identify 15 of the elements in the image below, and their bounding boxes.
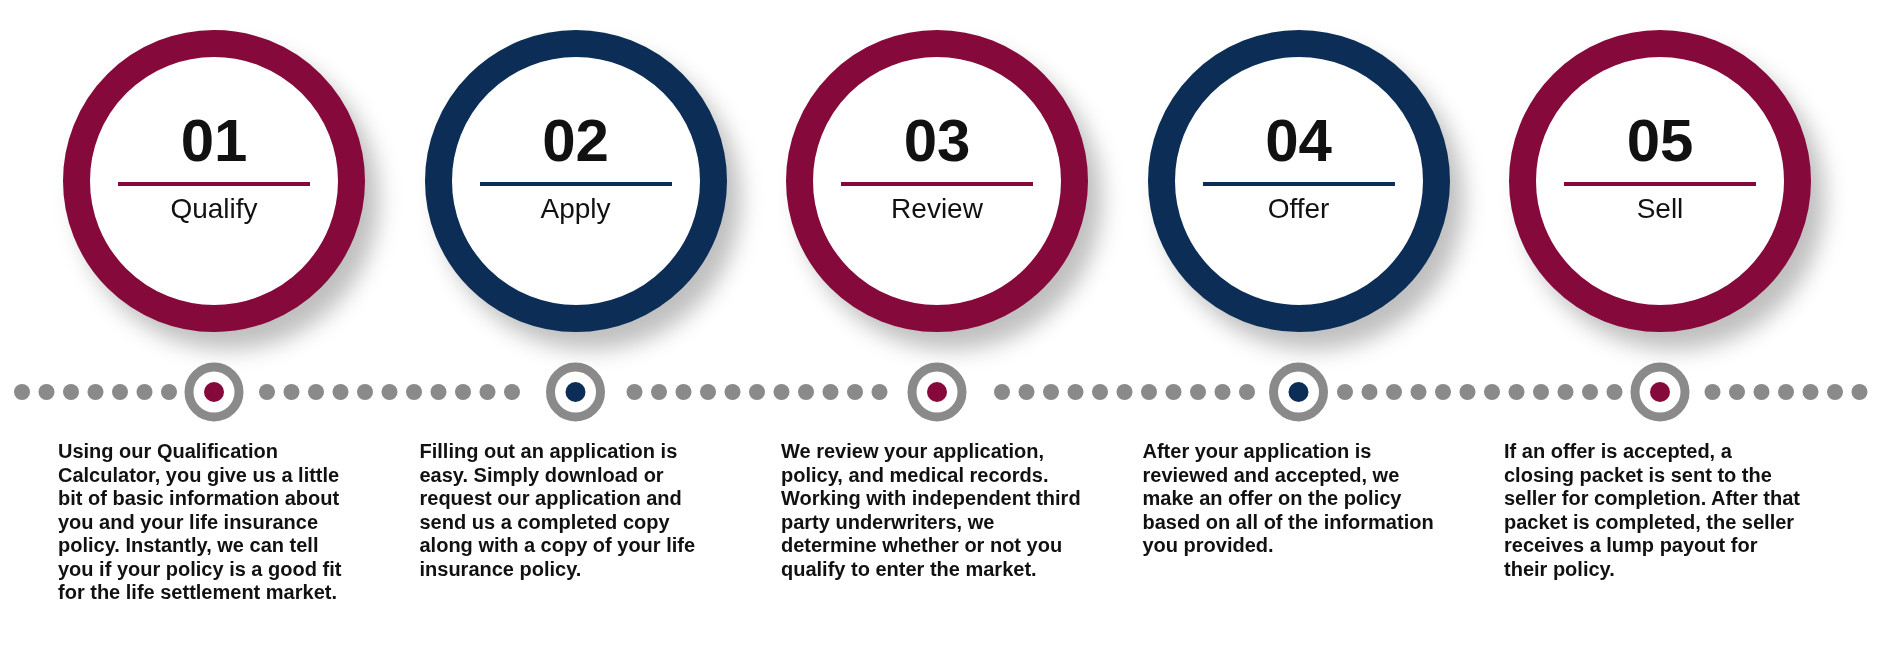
step-description: Using our Qualification Calculator, you give us a little bit of basic information about you and your life insurance policy. Instantly, we can tell you if your policy is a good fit for the life settlement market.	[58, 440, 343, 605]
step-number: 03	[902, 109, 972, 173]
step-title: Review	[890, 193, 984, 225]
step-number: 02	[541, 109, 610, 173]
step-title: Offer	[1266, 193, 1331, 225]
step-number: 04	[1264, 109, 1333, 173]
step-title: Sell	[1635, 193, 1685, 225]
step-title: Qualify	[169, 193, 259, 225]
step-title: Apply	[539, 193, 612, 225]
step-description: We review your application, policy, and medical records. Working with independent third party underwriters, we determine whether or not you qualify to enter the market.	[781, 440, 1081, 581]
step-description: If an offer is accepted, a closing packet is sent to the seller for completion. After that packet is completed, the seller receives a lump payout for their policy.	[1504, 440, 1801, 581]
step-description: Filling out an application is easy. Simply download or request our application and send us a completed copy along with a copy of your life insurance policy.	[419, 440, 697, 581]
step-number: 05	[1625, 109, 1695, 173]
step-description: After your application is reviewed and accepted, we make an offer on the policy based on all of the information you provided.	[1142, 440, 1435, 558]
step-number: 01	[179, 109, 249, 173]
